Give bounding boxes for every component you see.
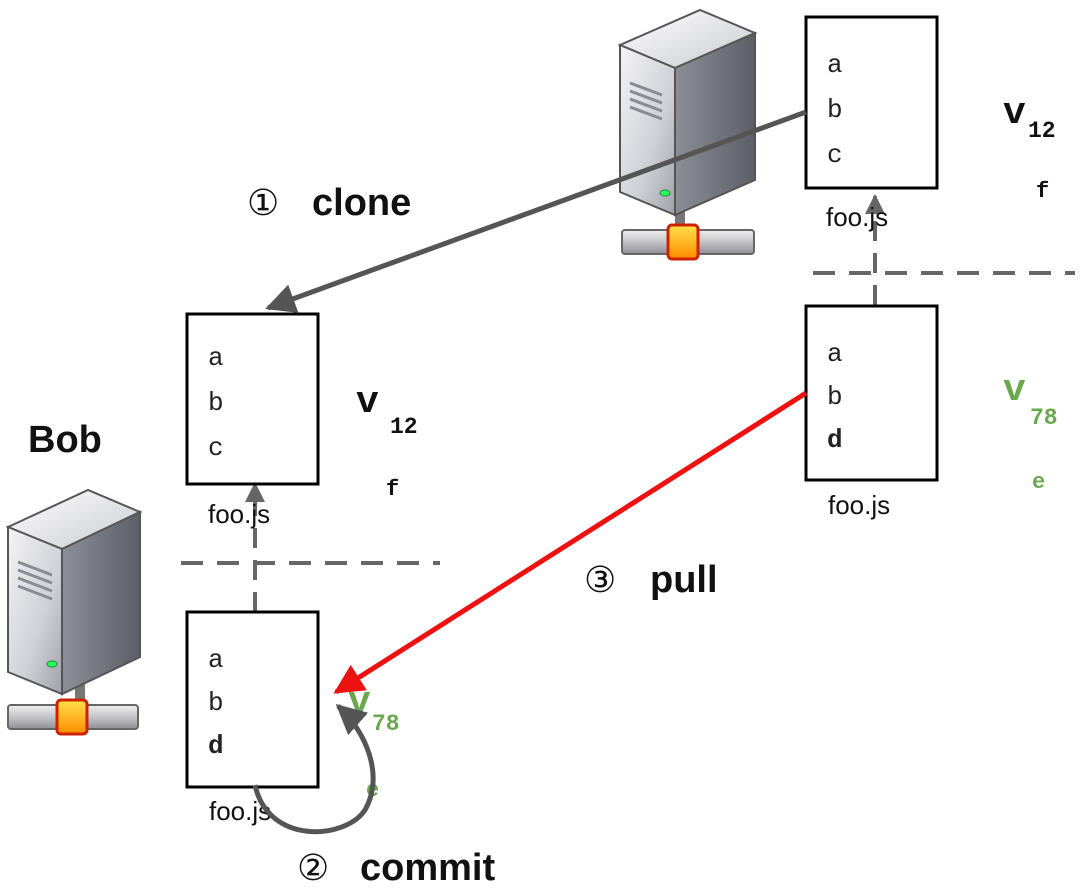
remote-version-v12: v 12 f (1003, 92, 1056, 204)
pull-step-label: ③ pull (584, 559, 718, 601)
bob-file-v12: a b c foo.js (185, 312, 320, 529)
file-line-3: d (827, 425, 843, 455)
file-line-2: b (208, 688, 224, 718)
remote-server-icon (617, 8, 758, 261)
version-letter: v (1003, 369, 1026, 412)
version-letter: v (356, 381, 379, 424)
version-number: 12 (390, 414, 418, 440)
bob-version-v12: v 12 f (356, 381, 418, 502)
remote-file-v12: a b c foo.js (804, 15, 939, 232)
clone-arrow (265, 109, 807, 313)
file-line-3: d (208, 731, 224, 761)
version-letter: v (1003, 92, 1026, 135)
bob-server-icon (5, 488, 143, 736)
commit-step-label: ② commit (297, 847, 495, 889)
commit-arrow (252, 704, 376, 835)
version-number: 78 (1030, 405, 1058, 431)
step-text: clone (312, 182, 411, 224)
file-line-1: a (208, 645, 224, 675)
remote-file-v78: a b d foo.js (804, 304, 939, 520)
remote-version-v78: v 78 e (1003, 369, 1058, 495)
version-name: f (386, 477, 399, 502)
file-name: foo.js (826, 202, 888, 232)
file-box (804, 15, 939, 190)
step-text: commit (360, 847, 495, 889)
step-number: ③ (584, 560, 616, 601)
version-name: e (1032, 470, 1045, 495)
step-text: pull (650, 559, 718, 601)
file-line-3: c (827, 140, 843, 170)
file-name: foo.js (828, 490, 890, 520)
version-number: 78 (372, 711, 400, 737)
file-box (185, 312, 320, 486)
file-box (185, 610, 320, 789)
file-line-3: c (208, 433, 224, 463)
step-number: ② (297, 848, 329, 889)
version-number: 12 (1028, 118, 1056, 144)
file-line-2: b (827, 382, 843, 412)
pull-arrow (333, 390, 808, 695)
clone-step-label: ① clone (247, 182, 411, 224)
file-line-1: a (827, 50, 843, 80)
file-line-2: b (208, 388, 224, 418)
file-line-1: a (827, 339, 843, 369)
step-number: ① (247, 183, 279, 224)
version-name: f (1036, 179, 1049, 204)
bob-label: Bob (28, 419, 102, 461)
bob-file-v78: a b d foo.js (185, 610, 320, 826)
file-line-2: b (827, 95, 843, 125)
file-line-1: a (208, 343, 224, 373)
file-name: foo.js (208, 499, 270, 529)
file-box (804, 304, 939, 482)
